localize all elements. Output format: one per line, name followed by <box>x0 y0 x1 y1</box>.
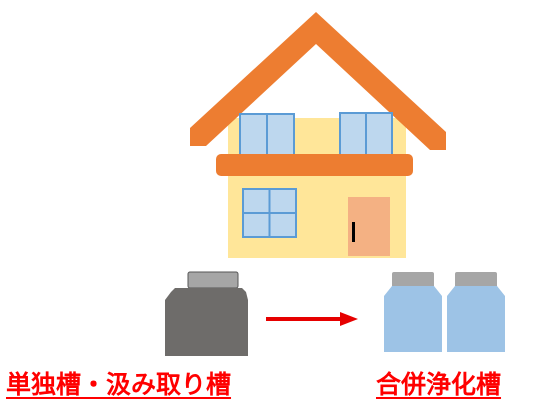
right-arrow-icon <box>266 312 358 326</box>
house-balcony-band <box>216 154 413 176</box>
combined-septic-tank-icon <box>384 272 505 352</box>
single-tank-label: 単独槽・汲み取り槽 <box>6 370 232 399</box>
combined-septic-tank-label: 合併浄化槽 <box>376 370 502 399</box>
house-icon <box>190 12 446 258</box>
combined-tank-body-right <box>447 286 505 352</box>
single-tank-lid <box>187 271 239 289</box>
combined-tank-lid-right <box>455 272 497 288</box>
house-roof <box>190 12 446 150</box>
window-upper-left <box>239 113 295 157</box>
window-lower <box>242 188 297 238</box>
single-tank-icon <box>165 271 248 356</box>
door-handle <box>352 222 355 242</box>
single-tank-body <box>165 288 248 356</box>
window-upper-right <box>339 112 393 157</box>
combined-tank-lid-left <box>392 272 434 288</box>
combined-tank-body-left <box>384 286 442 352</box>
